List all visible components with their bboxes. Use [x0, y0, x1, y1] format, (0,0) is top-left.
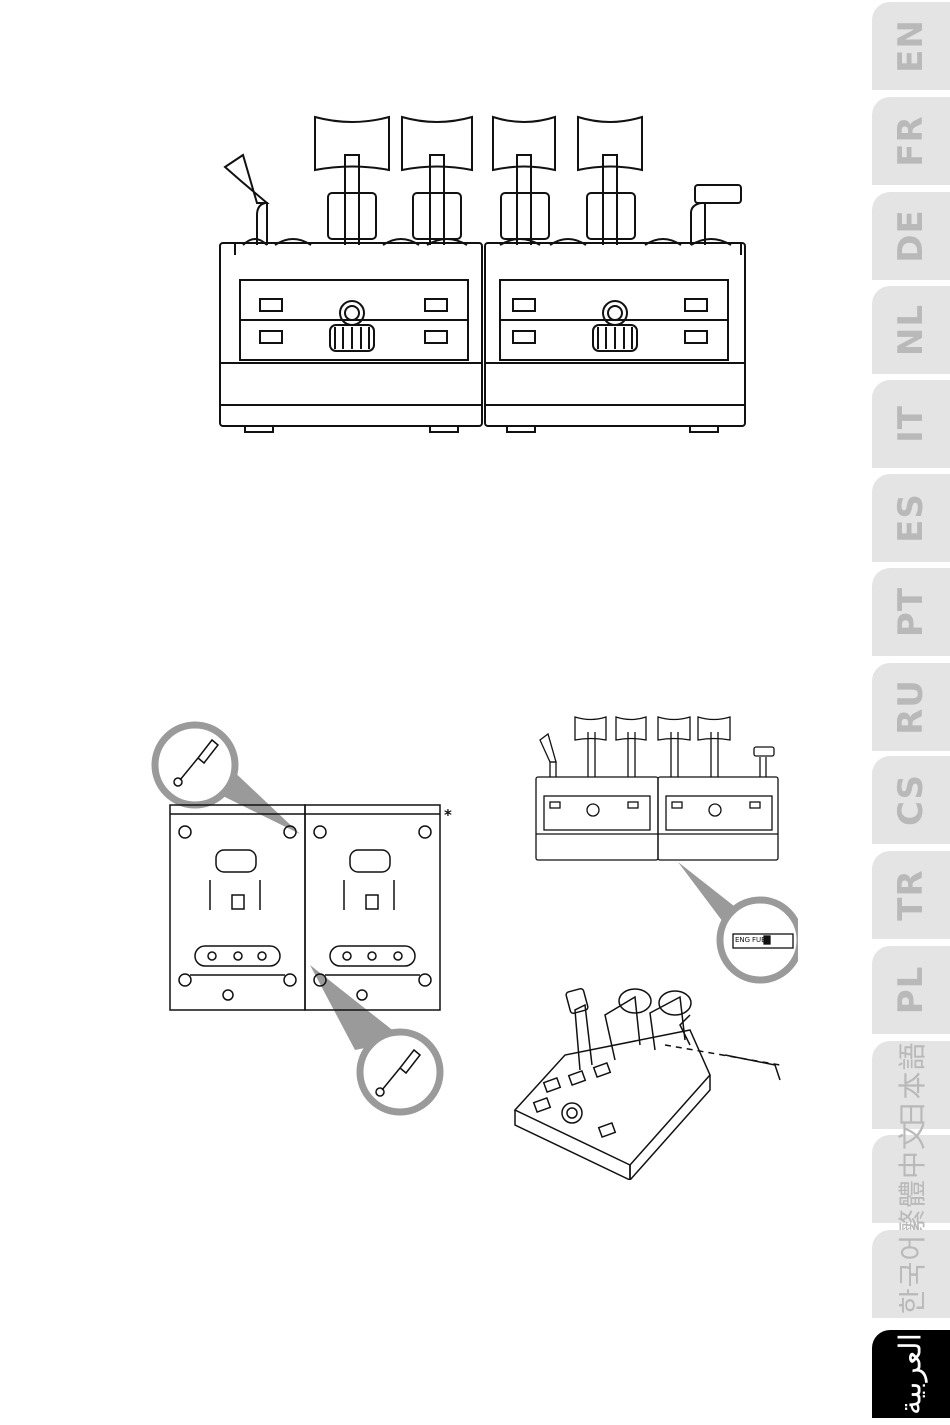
- language-tab-1[interactable]: FR: [872, 97, 950, 185]
- language-tab-2[interactable]: DE: [872, 192, 950, 280]
- mounting-plates-illustration: [150, 710, 470, 1120]
- language-tab-label: ES: [891, 493, 931, 543]
- language-tab-5[interactable]: ES: [872, 474, 950, 562]
- language-tab-12[interactable]: 繁體中文: [872, 1135, 950, 1223]
- switch-label-fuel: FUEL: [752, 936, 769, 944]
- plate-asterisk: *: [444, 806, 452, 824]
- language-tab-label: NL: [891, 304, 931, 356]
- language-tab-label: 繁體中文: [891, 1121, 931, 1237]
- language-tab-10[interactable]: PL: [872, 946, 950, 1034]
- language-tab-7[interactable]: RU: [872, 663, 950, 751]
- language-tab-label: TR: [891, 869, 931, 920]
- language-tab-3[interactable]: NL: [872, 286, 950, 374]
- language-tab-label: CS: [891, 774, 931, 826]
- language-tab-6[interactable]: PT: [872, 568, 950, 656]
- language-tab-11[interactable]: 日本語: [872, 1041, 950, 1129]
- language-tab-label: RU: [891, 679, 931, 735]
- language-tab-label: العربية: [894, 1333, 929, 1415]
- language-tab-label: EN: [891, 19, 931, 73]
- language-tab-label: FR: [891, 115, 931, 166]
- language-tab-label: PL: [891, 966, 931, 1015]
- language-tab-14[interactable]: العربية: [872, 1330, 950, 1418]
- language-tab-label: DE: [891, 209, 931, 262]
- language-tab-13[interactable]: 한국어: [872, 1230, 950, 1318]
- throttle-hexkey-illustration: [510, 985, 790, 1180]
- language-tab-9[interactable]: TR: [872, 851, 950, 939]
- language-tab-4[interactable]: IT: [872, 380, 950, 468]
- language-tab-label: PT: [891, 587, 931, 637]
- throttle-quadrants-illustration: [215, 105, 755, 435]
- language-tab-label: 日本語: [891, 1041, 931, 1128]
- language-tab-label: 한국어: [891, 1234, 931, 1314]
- language-tab-label: IT: [891, 405, 931, 443]
- language-tab-8[interactable]: CS: [872, 756, 950, 844]
- switch-label-eng: ENG: [735, 936, 750, 944]
- language-tab-0[interactable]: EN: [872, 2, 950, 90]
